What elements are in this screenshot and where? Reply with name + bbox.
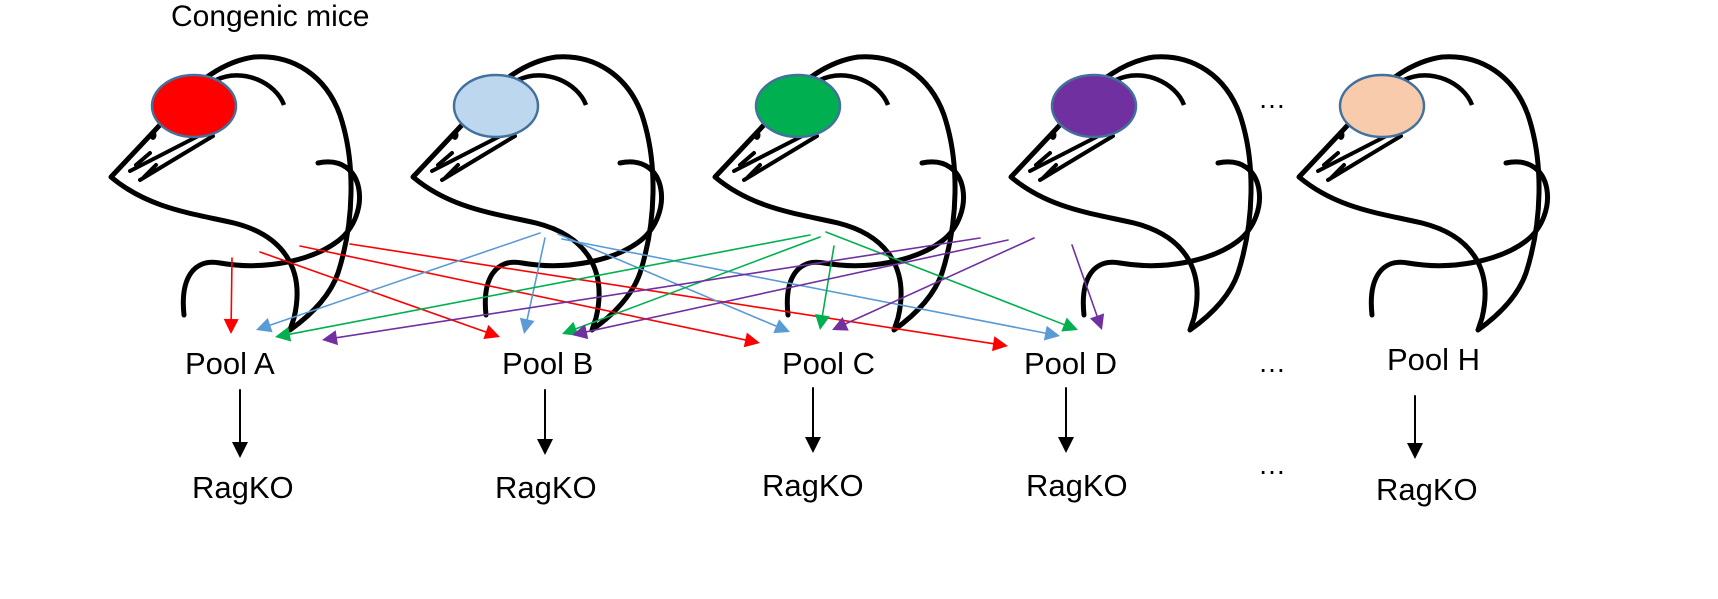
arrow-pool-b-to-ragko — [537, 389, 553, 455]
pool-label-a: Pool A — [185, 346, 275, 381]
marker-patch — [754, 73, 842, 139]
arrow-pool-a-to-ragko — [232, 389, 248, 458]
mouse-purple — [1011, 57, 1260, 330]
arrow-mouse-lightblue-to-pool-d — [561, 238, 1060, 341]
marker-patch — [1338, 73, 1426, 139]
arrow-mouse-green-to-pool-c — [815, 245, 835, 330]
ellipsis-pools: … — [1258, 347, 1286, 378]
pool-label-c: Pool C — [782, 346, 875, 381]
marker-patch — [150, 73, 238, 139]
mouse-lightblue — [413, 57, 662, 330]
arrow-mouse-purple-to-pool-c — [832, 237, 1035, 331]
arrow-mouse-lightblue-to-pool-c — [557, 233, 790, 334]
arrow-mouse-red-to-pool-b — [259, 251, 500, 340]
ellipsis-ragko: … — [1258, 449, 1286, 480]
ellipsis-mice: … — [1258, 83, 1286, 114]
ragko-label-b: RagKO — [495, 470, 597, 505]
pool-label-b: Pool B — [502, 346, 593, 381]
pool-labels: Pool A Pool B Pool C Pool D Pool H — [185, 342, 1480, 381]
arrow-mouse-lightblue-to-pool-b — [519, 237, 546, 334]
marker-patch — [1050, 73, 1138, 139]
ragko-label-a: RagKO — [192, 470, 294, 505]
arrow-mouse-red-to-pool-a — [223, 257, 239, 334]
ellipsis-group: … … … — [1258, 83, 1286, 480]
pool-label-h: Pool H — [1387, 342, 1480, 377]
arrow-mouse-purple-to-pool-b — [572, 239, 1009, 340]
ragko-label-d: RagKO — [1026, 468, 1128, 503]
mouse-peach — [1299, 57, 1548, 330]
arrows-group — [223, 231, 1423, 459]
arrow-mouse-green-to-pool-b — [562, 236, 821, 336]
diagram-title: Congenic mice — [171, 0, 369, 33]
mouse-green — [715, 57, 964, 330]
arrow-mouse-purple-to-pool-a — [322, 237, 981, 346]
arrow-mouse-red-to-pool-c — [299, 245, 760, 348]
arrow-pool-c-to-ragko — [805, 387, 821, 453]
mouse-red — [111, 57, 360, 330]
arrow-mouse-green-to-pool-a — [275, 234, 811, 342]
mice-group — [111, 57, 1548, 330]
arrow-mouse-purple-to-pool-d — [1071, 244, 1105, 330]
arrow-pool-d-to-ragko — [1058, 387, 1074, 453]
recipient-labels: RagKO RagKO RagKO RagKO RagKO — [192, 468, 1478, 507]
arrow-pool-h-to-ragko — [1407, 395, 1423, 459]
marker-patch — [452, 73, 540, 139]
pool-label-d: Pool D — [1024, 346, 1117, 381]
ragko-label-c: RagKO — [762, 468, 864, 503]
arrow-mouse-lightblue-to-pool-a — [256, 232, 541, 333]
arrow-mouse-green-to-pool-d — [825, 231, 1078, 332]
ragko-label-h: RagKO — [1376, 472, 1478, 507]
